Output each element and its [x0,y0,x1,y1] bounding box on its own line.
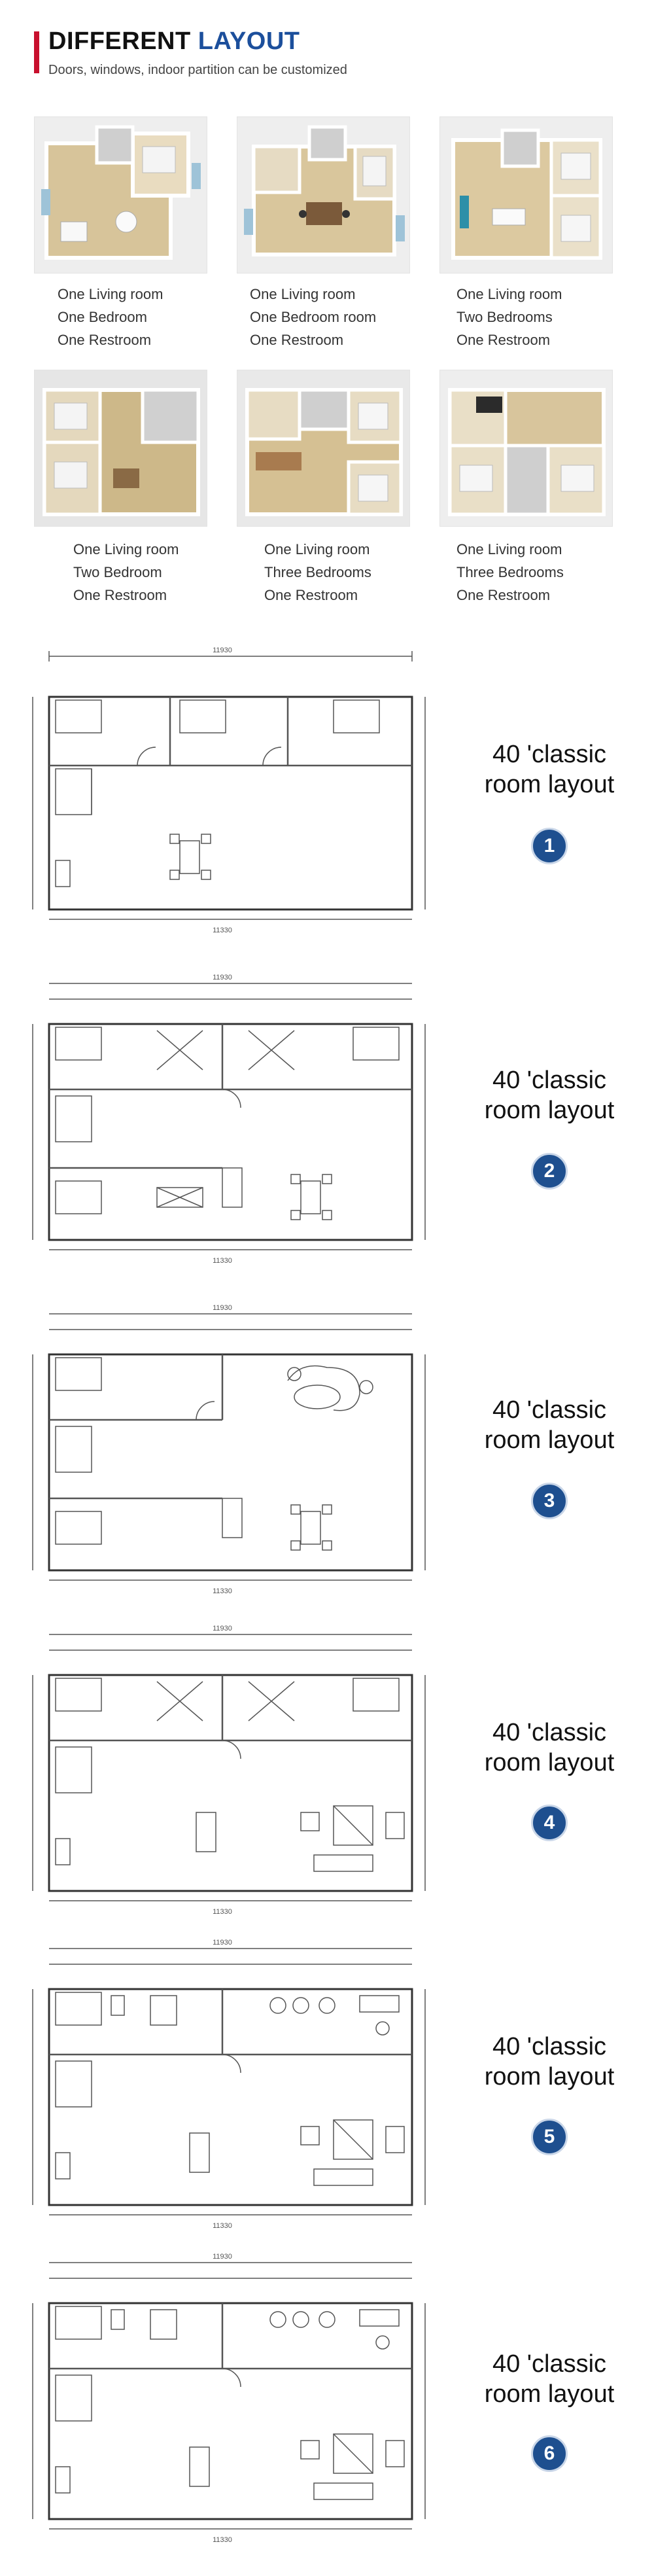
caption-line: One Bedroom [58,309,147,325]
caption-line: One Restroom [58,332,152,348]
caption-line: One Living room [264,541,370,557]
title-main: DIFFERENT [48,27,191,55]
title-accent: LAYOUT [198,27,300,55]
layout-thumb-1 [34,116,207,273]
plan-label-line: 40 'classic [492,2033,607,2060]
plan-label-line: 40 'classic [492,741,607,768]
plan-label-6: 40 'classic room layout [458,2349,641,2409]
caption-line: Two Bedrooms [456,309,553,325]
caption-line: One Living room [58,286,164,302]
caption-line: Three Bedrooms [264,564,371,580]
page-subtitle: Doors, windows, indoor partition can be … [48,63,347,77]
plan-number-badge-4: 4 [531,1805,568,1841]
layout-thumb-4 [34,370,207,527]
accent-bar [34,31,39,73]
dim-total-width: 11930 [213,974,232,981]
plan-label-4: 40 'classic room layout [458,1718,641,1778]
dim-total-width: 11930 [213,1939,232,1947]
plan-label-line: room layout [484,1749,615,1776]
dim-total-bottom: 11330 [213,2536,232,2544]
plan-label-line: 40 'classic [492,1396,607,1424]
caption-line: One Living room [456,541,562,557]
dim-total-width: 11930 [213,1304,232,1312]
dim-total-width: 11930 [213,1625,232,1632]
caption-line: One Living room [250,286,356,302]
thumb-caption-6: One Living room Three Bedrooms One Restr… [456,538,640,607]
caption-line: One Bedroom room [250,309,377,325]
plan-label-line: room layout [484,2063,615,2091]
plan-label-line: room layout [484,2380,615,2408]
plan-label-2: 40 'classic room layout [458,1065,641,1125]
dim-total-bottom: 11330 [213,1257,232,1265]
plan-label-line: room layout [484,1097,615,1124]
thumb-caption-1: One Living room One Bedroom One Restroom [58,283,241,351]
plan-label-3: 40 'classic room layout [458,1395,641,1455]
floor-plan-6: 11930 11330 [20,2251,438,2558]
floor-plan-3: 11930 11330 [20,1302,438,1610]
plan-label-line: room layout [484,1426,615,1454]
plan-label-line: 40 'classic [492,1067,607,1094]
caption-line: One Restroom [250,332,344,348]
caption-line: One Living room [73,541,179,557]
page-title: DIFFERENT LAYOUT [48,27,300,56]
caption-line: Two Bedroom [73,564,162,580]
plan-number-badge-3: 3 [531,1483,568,1519]
floor-plan-5: 11930 11330 [20,1937,438,2244]
caption-line: Three Bedrooms [456,564,564,580]
thumb-caption-4: One Living room Two Bedroom One Restroom [73,538,256,607]
plan-number-badge-2: 2 [531,1153,568,1190]
plan-number-badge-5: 5 [531,2119,568,2155]
layout-thumb-3 [439,116,613,273]
thumb-caption-5: One Living room Three Bedrooms One Restr… [264,538,447,607]
caption-line: One Restroom [73,587,167,603]
plan-label-5: 40 'classic room layout [458,2032,641,2092]
dim-total-bottom: 11330 [213,926,232,934]
plan-number-badge-6: 6 [531,2435,568,2472]
plan-label-line: 40 'classic [492,1719,607,1746]
caption-line: One Restroom [264,587,358,603]
plan-label-line: room layout [484,771,615,798]
dim-total-width: 11930 [213,646,232,654]
dim-total-bottom: 11330 [213,1587,232,1595]
dim-total-width: 11930 [213,2253,232,2261]
plan-label-line: 40 'classic [492,2350,607,2378]
plan-number-badge-1: 1 [531,828,568,864]
floor-plan-2: 11930 11330 [20,972,438,1279]
caption-line: One Living room [456,286,562,302]
layout-thumb-2 [237,116,410,273]
layout-thumb-6 [439,370,613,527]
floor-plan-1: 11930 11330 [20,644,438,952]
thumb-caption-2: One Living room One Bedroom room One Res… [250,283,433,351]
thumb-caption-3: One Living room Two Bedrooms One Restroo… [456,283,640,351]
dim-total-bottom: 11330 [213,1908,232,1916]
caption-line: One Restroom [456,587,551,603]
caption-line: One Restroom [456,332,551,348]
layout-thumb-5 [237,370,410,527]
dim-total-bottom: 11330 [213,2222,232,2230]
floor-plan-4: 11930 11330 [20,1623,438,1930]
plan-label-1: 40 'classic room layout [458,739,641,800]
